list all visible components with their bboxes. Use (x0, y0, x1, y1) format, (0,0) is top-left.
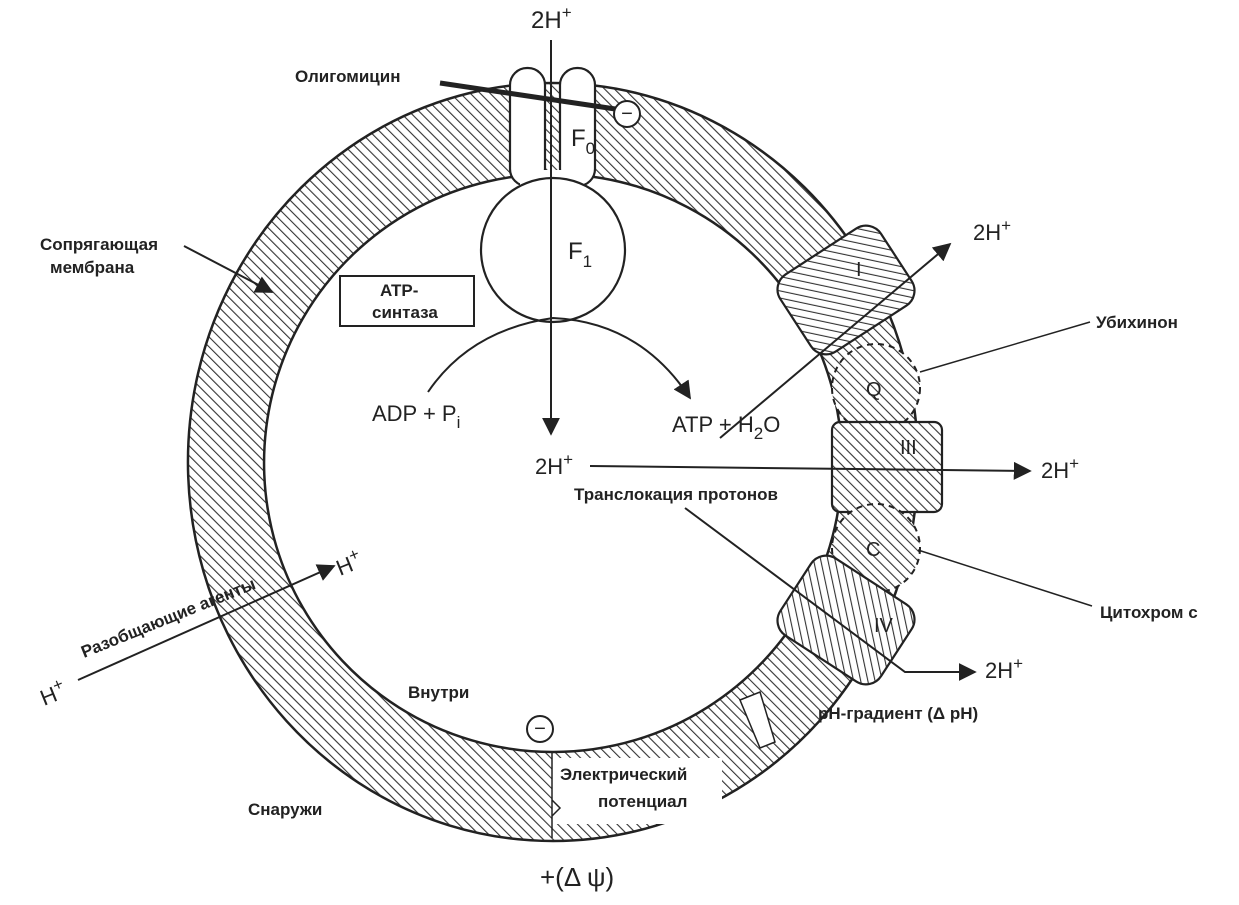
adp-to-atp-curved-arrow (427, 316, 691, 400)
ph-gradient-label: pH-градиент (Δ pH) (818, 704, 978, 723)
atp-h2o-label: ATP + H2O (672, 412, 780, 443)
ubiquinone-label: Убихинон (1096, 313, 1178, 332)
coupling-membrane-label-line1: Сопрягающая (40, 235, 158, 254)
ph-gradient-notch (739, 690, 776, 749)
proton-translocation-label: Транслокация протонов (574, 485, 778, 504)
inside-label: Внутри (408, 683, 469, 702)
coupling-membrane-pointer (183, 245, 274, 293)
complex-iv-proton-arrow (684, 507, 977, 681)
f1-label: F1 (568, 238, 592, 271)
matrix-proton-label: 2H+ (535, 450, 573, 479)
outside-label: Снаружи (248, 800, 322, 819)
complex-i (776, 224, 916, 356)
oligomycin-inhibitor-bar (439, 80, 623, 113)
complex-iv-label: IV (874, 615, 894, 637)
uncoupling-h-in-label: H+ (331, 544, 366, 581)
delta-psi-label: +(Δ ψ) (540, 862, 614, 892)
atp-synthase-box (339, 275, 475, 327)
atp-synthase-label-line2: синтаза (372, 303, 438, 322)
complex-iii-proton-arrow (589, 461, 1032, 480)
coupling-membrane-label-line2: мембрана (50, 258, 135, 277)
f1-headpiece (479, 176, 627, 324)
electric-potential-label-line2: потенциал (598, 792, 687, 811)
inside-minus-symbol: − (526, 715, 554, 743)
svg-text:−: − (534, 718, 546, 740)
complex-i-label: I (856, 259, 862, 281)
cytochrome-c-symbol: C (866, 539, 880, 561)
f0-channel (508, 66, 597, 193)
cytochrome-c-pointer (917, 549, 1093, 607)
complex-i-proton-label: 2H+ (973, 216, 1011, 245)
complex-iv-proton-label: 2H+ (985, 654, 1023, 683)
complex-iii-label: III (900, 437, 917, 459)
uncoupling-h-out-label: H+ (35, 674, 70, 711)
complex-iii (830, 420, 944, 514)
ubiquinone-pointer (919, 321, 1091, 373)
f0-label: F0 (571, 125, 595, 158)
complex-i-proton-arrow (719, 242, 952, 439)
electric-potential-gap (552, 758, 722, 824)
oligomycin-minus-symbol: − (613, 100, 641, 128)
svg-text:−: − (621, 103, 633, 125)
complex-iv (776, 554, 916, 686)
atp-synthase-label-line1: ATP- (380, 281, 418, 300)
electric-potential-label-line1: Электрический (560, 765, 687, 784)
ubiquinone-symbol: Q (866, 379, 882, 401)
adp-pi-label: ADP + Pi (372, 401, 460, 432)
top-proton-label: 2H+ (531, 3, 572, 34)
complex-iii-proton-label: 2H+ (1041, 454, 1079, 483)
cytochrome-c-label: Цитохром с (1100, 603, 1198, 622)
oligomycin-label: Олигомицин (295, 67, 400, 86)
uncoupling-agents-arrow (77, 564, 336, 681)
